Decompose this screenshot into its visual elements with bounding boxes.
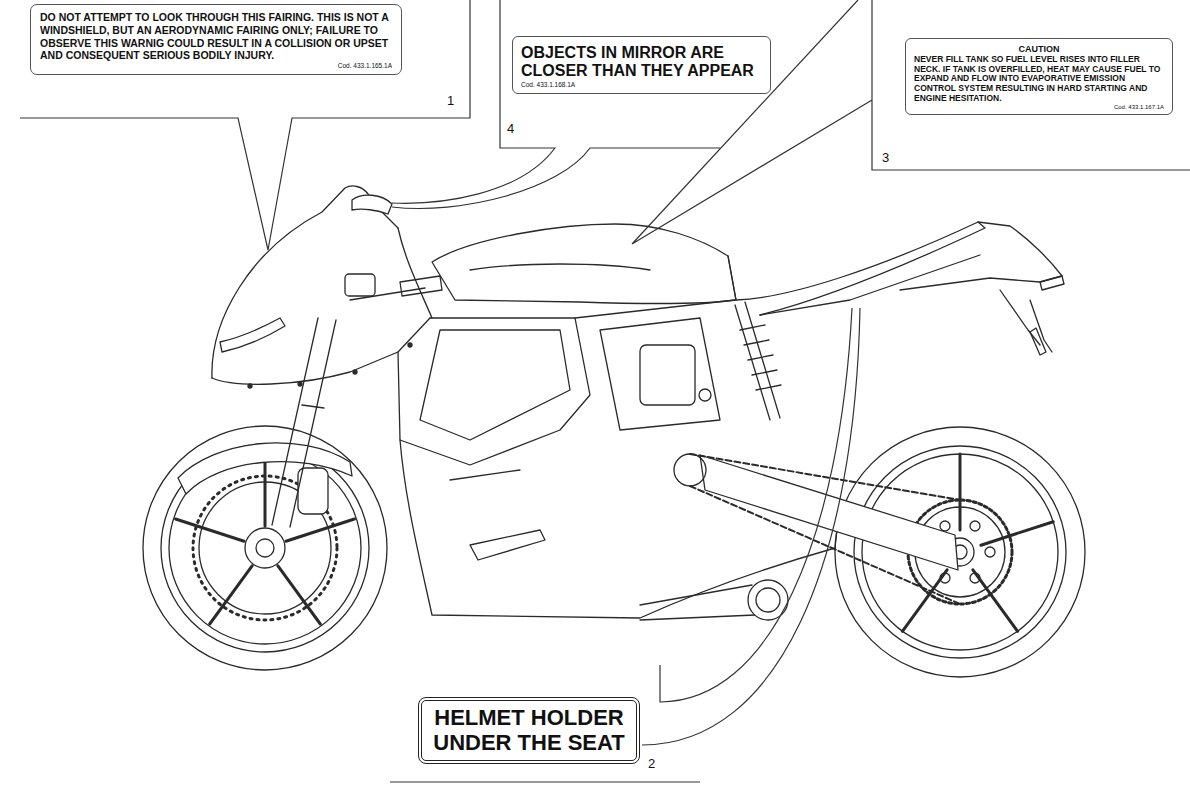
sprocket-bolt (940, 521, 950, 531)
engine-block (575, 300, 735, 430)
tail-light (1040, 276, 1064, 290)
mirror (352, 195, 392, 214)
fuel-tank (432, 224, 736, 304)
callout-number: 4 (507, 121, 514, 136)
decal-text: HELMET HOLDER UNDER THE SEAT (430, 706, 628, 755)
license-holder (1000, 290, 1052, 352)
rear-tire (835, 427, 1085, 677)
fastener (408, 343, 412, 347)
fastener (353, 370, 357, 374)
instrument-cluster (345, 274, 375, 296)
fairing-edge (212, 318, 430, 384)
sprocket-bolt (970, 521, 980, 531)
tail (900, 222, 1062, 290)
fairing-vent (450, 470, 545, 560)
callout-frame (390, 308, 860, 782)
rear-rim (862, 454, 1058, 650)
exhaust-pipe (640, 585, 755, 620)
brake-caliper (298, 468, 328, 514)
front-sprocket (674, 454, 706, 486)
decal-text: CAUTION (914, 44, 1164, 55)
tank-line (470, 264, 650, 270)
callout-frames (20, 0, 1190, 782)
decal-text: NEVER FILL TANK SO FUEL LEVEL RISES INTO… (914, 55, 1164, 104)
rear-shock (735, 302, 780, 420)
decal-text: DO NOT ATTEMPT TO LOOK THROUGH THIS FAIR… (40, 11, 392, 62)
decal-code: Cod. 433.1.165.1A (40, 62, 392, 69)
chain (690, 454, 960, 604)
side-fairing (398, 318, 590, 465)
callout-frame (392, 0, 720, 208)
decal-text: OBJECTS IN MIRROR ARE CLOSER THAN THEY A… (521, 44, 762, 81)
front-fork (272, 318, 336, 527)
upper-fairing (212, 186, 398, 378)
shock-spring (740, 325, 781, 390)
warning-decal: CAUTIONNEVER FILL TANK SO FUEL LEVEL RIS… (905, 38, 1173, 115)
front-axle (256, 539, 274, 557)
warning-decal: DO NOT ATTEMPT TO LOOK THROUGH THIS FAIR… (30, 4, 402, 75)
headlight (220, 318, 285, 352)
cylinder-head (640, 345, 695, 405)
motorcycle (143, 186, 1085, 677)
seat (728, 222, 985, 315)
exhaust-outlet (756, 588, 780, 612)
front-tire (143, 426, 387, 670)
sprocket-bolt (985, 547, 995, 557)
warning-decal: OBJECTS IN MIRROR ARE CLOSER THAN THEY A… (512, 36, 771, 94)
sprocket-bolt (970, 573, 980, 583)
rear-wheel (835, 427, 1085, 677)
subframe (760, 255, 980, 315)
front-hub (245, 528, 285, 568)
front-fender (178, 443, 352, 494)
decal-code: Cod. 433.1.168.1A (521, 81, 762, 88)
footpeg (699, 389, 711, 401)
front-wheel (143, 426, 387, 670)
sprocket-bolt (940, 573, 950, 583)
callout-number: 3 (882, 150, 889, 165)
decal-code: Cod. 433.1.167.1A (914, 104, 1164, 111)
swingarm (700, 455, 958, 570)
callout-frame (20, 0, 470, 250)
callout-number: 1 (447, 93, 454, 108)
callout-number: 2 (648, 756, 655, 771)
fairing-inner-edge (398, 228, 432, 318)
indicator (1030, 328, 1046, 355)
fastener (248, 384, 252, 388)
fastener (298, 382, 302, 386)
rear-tire-inner (854, 446, 1066, 658)
warning-decal: HELMET HOLDER UNDER THE SEAT (418, 697, 640, 764)
side-panel (420, 330, 570, 440)
